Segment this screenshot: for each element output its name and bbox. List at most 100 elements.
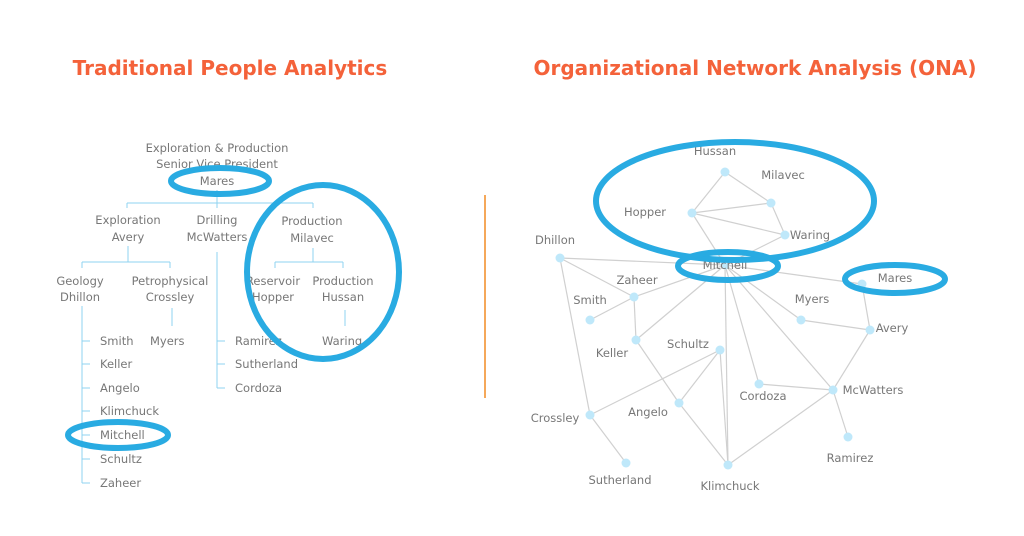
network-node-label: Cordoza: [739, 389, 786, 403]
team-member: Schultz: [100, 452, 142, 466]
network-node: [780, 230, 790, 240]
network-node-label: Dhillon: [535, 233, 575, 247]
network-edge: [691, 212, 726, 266]
network-edge: [727, 389, 834, 466]
team-member: Keller: [100, 357, 133, 371]
network-node: [629, 292, 639, 302]
team-member: Cordoza: [235, 381, 282, 395]
network-node: [843, 432, 853, 442]
highlight-mitchell-node: [675, 249, 781, 283]
network-node-label: Zaheer: [616, 273, 657, 287]
network-edge: [758, 383, 834, 391]
network-node-label: Hussan: [694, 144, 736, 158]
network-edge: [559, 257, 591, 416]
exploration-dept: Exploration: [95, 213, 160, 227]
team-member: Sutherland: [235, 357, 298, 371]
network-edge: [589, 414, 627, 464]
network-edge: [559, 257, 726, 266]
network-edge: [724, 264, 863, 285]
network-node-label: Klimchuck: [700, 479, 759, 493]
highlight-mares-node: [842, 262, 948, 296]
network-edge: [724, 264, 760, 385]
petrophysical-name: Crossley: [146, 290, 195, 304]
network-edge: [770, 202, 786, 236]
network-node: [674, 398, 684, 408]
network-node-label: Keller: [596, 346, 629, 360]
production-name: Milavec: [290, 231, 334, 245]
network-node-label: Mares: [878, 271, 913, 285]
network-edge: [633, 264, 726, 298]
team-member: Angelo: [100, 381, 140, 395]
network-edge: [633, 296, 637, 341]
network-node-label: McWatters: [843, 383, 904, 397]
geology-name: Dhillon: [60, 290, 100, 304]
network-edge: [589, 296, 635, 321]
network-node-label: Smith: [573, 293, 607, 307]
petrophysical-dept: Petrophysical: [132, 274, 209, 288]
network-node: [828, 385, 838, 395]
network-edge: [724, 264, 802, 321]
network-node-label: Sutherland: [588, 473, 651, 487]
production-dept: Production: [281, 214, 342, 228]
network-node: [631, 335, 641, 345]
network-node-label: Schultz: [667, 337, 709, 351]
right-title: Organizational Network Analysis (ONA): [533, 56, 977, 80]
network-edge: [559, 257, 635, 298]
network-edge: [724, 171, 772, 204]
org-chart-lines: [81, 190, 346, 484]
team-member: Zaheer: [100, 476, 141, 490]
network-graph: HussanMilavecHopperWaringDhillonMitchell…: [531, 144, 913, 493]
network-edge: [678, 349, 721, 404]
team-member: Mitchell: [100, 428, 145, 442]
network-node: [621, 458, 631, 468]
left-title: Traditional People Analytics: [72, 56, 388, 80]
network-node: [766, 198, 776, 208]
top-name: Mares: [200, 174, 235, 188]
network-edge: [800, 319, 871, 331]
network-edge: [691, 171, 726, 214]
reservoir-name: Hopper: [252, 290, 294, 304]
production-sub-dept: Production: [312, 274, 373, 288]
network-node: [585, 410, 595, 420]
network-node: [720, 167, 730, 177]
network-node-label: Crossley: [531, 411, 580, 425]
network-edge: [589, 349, 721, 416]
reservoir-dept: Reservoir: [246, 274, 300, 288]
highlight-production-cluster: [593, 139, 877, 263]
network-node-label: Waring: [790, 228, 830, 242]
network-node: [865, 325, 875, 335]
exploration-name: Avery: [112, 230, 145, 244]
network-node: [687, 208, 697, 218]
network-edge: [832, 329, 871, 391]
network-edge: [691, 202, 772, 214]
network-edge: [719, 349, 729, 466]
network-node: [555, 253, 565, 263]
drilling-dept: Drilling: [197, 213, 238, 227]
network-edge: [678, 402, 729, 466]
highlight-production-group: [244, 182, 402, 362]
network-node-label: Avery: [876, 321, 909, 335]
production-sub-name: Hussan: [322, 290, 364, 304]
network-node: [723, 460, 733, 470]
network-edge: [832, 389, 849, 438]
network-edge: [724, 264, 834, 391]
network-edge: [691, 212, 786, 236]
drilling-name: McWatters: [187, 230, 248, 244]
network-node: [585, 315, 595, 325]
team-member: Myers: [150, 334, 185, 348]
network-node-label: Milavec: [761, 168, 805, 182]
divider: [484, 195, 486, 398]
network-node: [715, 345, 725, 355]
network-edge: [724, 264, 729, 466]
network-edge: [635, 339, 680, 404]
team-member: Klimchuck: [100, 404, 159, 418]
network-node-label: Ramirez: [827, 451, 874, 465]
network-node-label: Hopper: [624, 205, 666, 219]
geology-dept: Geology: [56, 274, 104, 288]
team-member: Waring: [322, 334, 362, 348]
network-node: [754, 379, 764, 389]
top-title-line1: Exploration & Production: [146, 141, 289, 155]
network-node-label: Myers: [795, 292, 830, 306]
highlight-mares: [168, 165, 272, 197]
